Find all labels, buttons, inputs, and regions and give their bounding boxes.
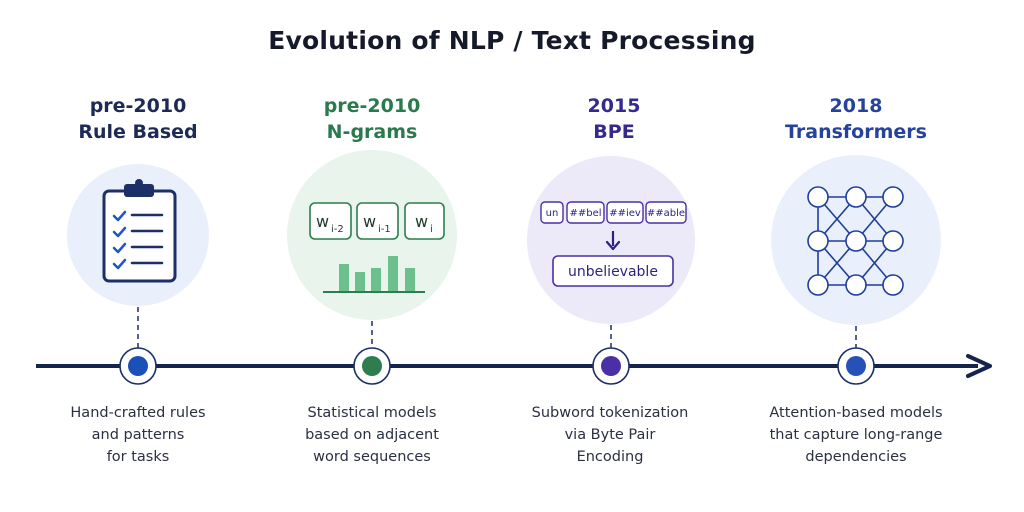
token-chip: un (546, 208, 559, 219)
stage-year: pre-2010 (89, 95, 187, 117)
description-line: for tasks (106, 449, 170, 465)
stage-heading-ngrams: pre-2010 N-grams (252, 93, 492, 145)
token-chip: ##bel (569, 208, 601, 219)
timeline-marker-ngrams (353, 347, 391, 385)
stage-heading-transformers: 2018 Transformers (736, 93, 976, 145)
description-line: via Byte Pair (564, 427, 656, 443)
stage-description-rule-based: Hand-crafted rules and patterns for task… (28, 402, 248, 468)
word-base: w (316, 212, 329, 231)
stage-description-transformers: Attention-based models that capture long… (746, 402, 966, 468)
word-subscript: i (430, 224, 433, 235)
stage-name: Rule Based (78, 121, 198, 143)
timeline-arrow-icon (966, 354, 992, 378)
stage-description-ngrams: Statistical models based on adjacent wor… (262, 402, 482, 468)
clipboard-checklist-icon (102, 179, 177, 283)
stage-year: pre-2010 (323, 95, 421, 117)
timeline-marker-transformers (837, 347, 875, 385)
timeline-marker-bpe (592, 347, 630, 385)
page-title: Evolution of NLP / Text Processing (268, 26, 756, 55)
stage-heading-bpe: 2015 BPE (494, 93, 734, 145)
word-box-i-2: w i-2 (309, 202, 352, 240)
merged-token: unbelievable (568, 264, 658, 280)
stage-year: 2015 (587, 95, 641, 117)
word-base: w (415, 212, 428, 231)
stage-circle-bpe (527, 156, 695, 324)
description-line: and patterns (91, 427, 185, 443)
word-subscript: i-2 (331, 224, 344, 235)
description-line: Encoding (576, 449, 644, 465)
stage-name: BPE (593, 121, 635, 143)
description-line: that capture long-range (769, 427, 943, 443)
stage-heading-rule-based: pre-2010 Rule Based (18, 93, 258, 145)
arrow-down-icon (605, 231, 621, 251)
word-base: w (363, 212, 376, 231)
neural-network-icon (807, 186, 904, 296)
timeline-connectors (137, 307, 857, 348)
word-subscript: i-1 (378, 224, 391, 235)
stage-description-bpe: Subword tokenization via Byte Pair Encod… (500, 402, 720, 468)
description-line: Statistical models (307, 405, 437, 421)
timeline-marker-rule-based (119, 347, 157, 385)
ngram-bar-chart-icon: w i-2 w i-1 w i (309, 202, 445, 293)
stage-name: N-grams (326, 121, 418, 143)
description-line: Hand-crafted rules (70, 405, 206, 421)
description-line: Subword tokenization (531, 405, 689, 421)
description-line: based on adjacent (305, 427, 439, 443)
stage-year: 2018 (829, 95, 883, 117)
word-box-i-1: w i-1 (356, 202, 399, 240)
word-box-i: w i (404, 202, 445, 240)
token-chip: ##iev (609, 208, 641, 219)
stage-name: Transformers (785, 121, 927, 143)
description-line: dependencies (805, 449, 907, 465)
description-line: Attention-based models (769, 405, 943, 421)
token-chip: ##able (647, 208, 685, 219)
subword-merge-icon: un ##bel ##iev ##able unbelievable (540, 201, 687, 287)
description-line: word sequences (313, 449, 431, 465)
